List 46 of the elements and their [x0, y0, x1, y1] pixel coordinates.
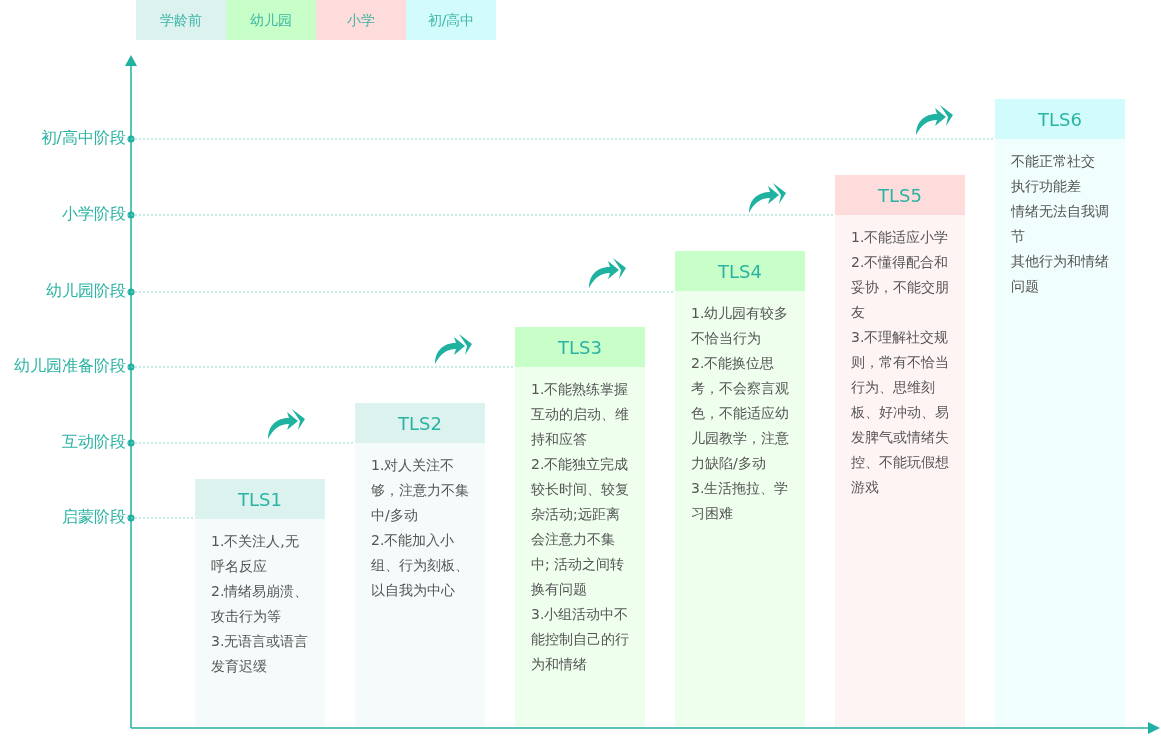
column-text: 1.幼儿园有较多不恰当行为 — [691, 304, 789, 348]
column-text: 1.不能熟练掌握互动的启动、维持和应答 — [531, 380, 629, 449]
column-text: 2.不能独立完成较长时间、较复杂活动;远距离会注意力不集中; 活动之间转换有问题 — [531, 455, 629, 599]
column-text: 其他行为和情绪问题 — [1011, 252, 1109, 296]
column-text: 3.生活拖拉、学习困难 — [691, 479, 789, 523]
axis-label: 初/高中阶段 — [40, 128, 126, 148]
column-text: 1.不关注人,无呼名反应 — [211, 532, 300, 576]
axis-label: 互动阶段 — [62, 432, 126, 452]
legend-text: 小学 — [347, 10, 375, 30]
column-text: 情绪无法自我调节 — [1011, 202, 1109, 246]
dotted-line — [126, 138, 996, 140]
column-text: 2.不能加入小组、行为刻板、以自我为中心 — [371, 531, 469, 600]
axis-label: 小学阶段 — [62, 204, 126, 224]
stage-column — [995, 99, 1125, 727]
stage-column — [195, 479, 325, 727]
column-text: 3.不理解社交规则，常有不恰当行为、思维刻板、好冲动、易发脾气或情绪失控、不能玩假想游戏 — [851, 328, 949, 497]
column-title: TLS1 — [238, 487, 282, 512]
dotted-line — [126, 517, 196, 519]
legend-text: 幼儿园 — [250, 10, 292, 30]
column-text: 执行功能差 — [1011, 177, 1082, 196]
stage-column — [515, 327, 645, 727]
stage-column — [835, 175, 965, 727]
stage-column — [675, 251, 805, 727]
column-text: 2.不能换位思考，不会察言观色，不能适应幼儿园教学，注意力缺陷/多动 — [691, 354, 789, 473]
axis-label: 幼儿园准备阶段 — [14, 356, 126, 376]
dotted-line — [126, 366, 516, 368]
dotted-line — [126, 291, 676, 293]
axis-label: 幼儿园阶段 — [46, 281, 126, 301]
column-text: 2.情绪易崩溃、攻击行为等 — [211, 582, 309, 626]
column-text: 2.不懂得配合和妥协，不能交朋友 — [851, 253, 949, 322]
column-title: TLS4 — [718, 259, 762, 284]
column-title: TLS5 — [878, 183, 922, 208]
axis-label: 启蒙阶段 — [62, 507, 126, 527]
column-title: TLS6 — [1038, 107, 1082, 132]
column-text: 1.不能适应小学 — [851, 228, 949, 247]
column-title: TLS3 — [558, 335, 602, 360]
dotted-line — [126, 442, 356, 444]
column-text: 3.无语言或语言发育迟缓 — [211, 632, 309, 676]
column-text: 1.对人关注不够，注意力不集中/多动 — [371, 456, 469, 525]
column-text: 3.小组活动中不能控制自己的行为和情绪 — [531, 605, 629, 674]
column-title: TLS2 — [398, 411, 442, 436]
dotted-line — [126, 214, 836, 216]
legend-text: 学龄前 — [160, 10, 202, 30]
legend-text: 初/高中 — [427, 10, 475, 30]
column-text: 不能正常社交 — [1011, 152, 1096, 171]
stage-column — [355, 403, 485, 727]
